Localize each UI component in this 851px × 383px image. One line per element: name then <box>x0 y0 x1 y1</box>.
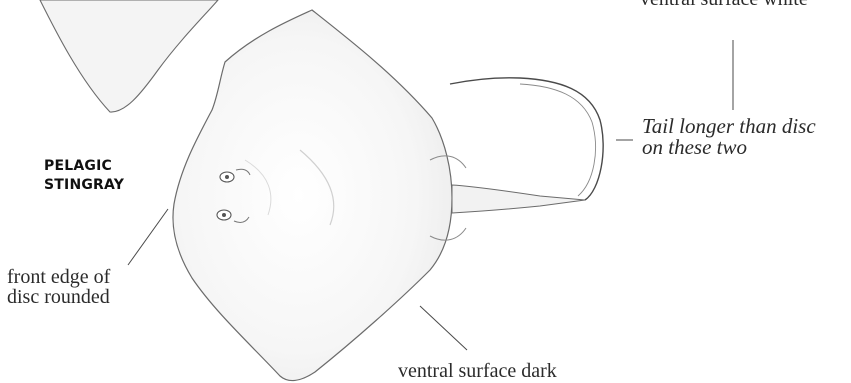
leader-line-front-edge <box>128 209 168 265</box>
partial-ray-wing <box>40 0 218 112</box>
tail-base <box>452 185 585 213</box>
label-tail-note: Tail longer than disc on these two <box>642 116 816 158</box>
stingray-disc <box>173 10 452 381</box>
label-ventral-surface-dark: ventral surface dark <box>398 361 557 381</box>
tail-whip-inner <box>520 84 596 196</box>
species-name: PELAGIC STINGRAY <box>44 157 124 195</box>
label-ventral-surface-white: ventral surface white <box>640 0 808 9</box>
tail-whip <box>450 78 603 200</box>
leader-line-ventral-dark <box>420 306 467 350</box>
label-front-edge: front edge of disc rounded <box>7 267 110 307</box>
